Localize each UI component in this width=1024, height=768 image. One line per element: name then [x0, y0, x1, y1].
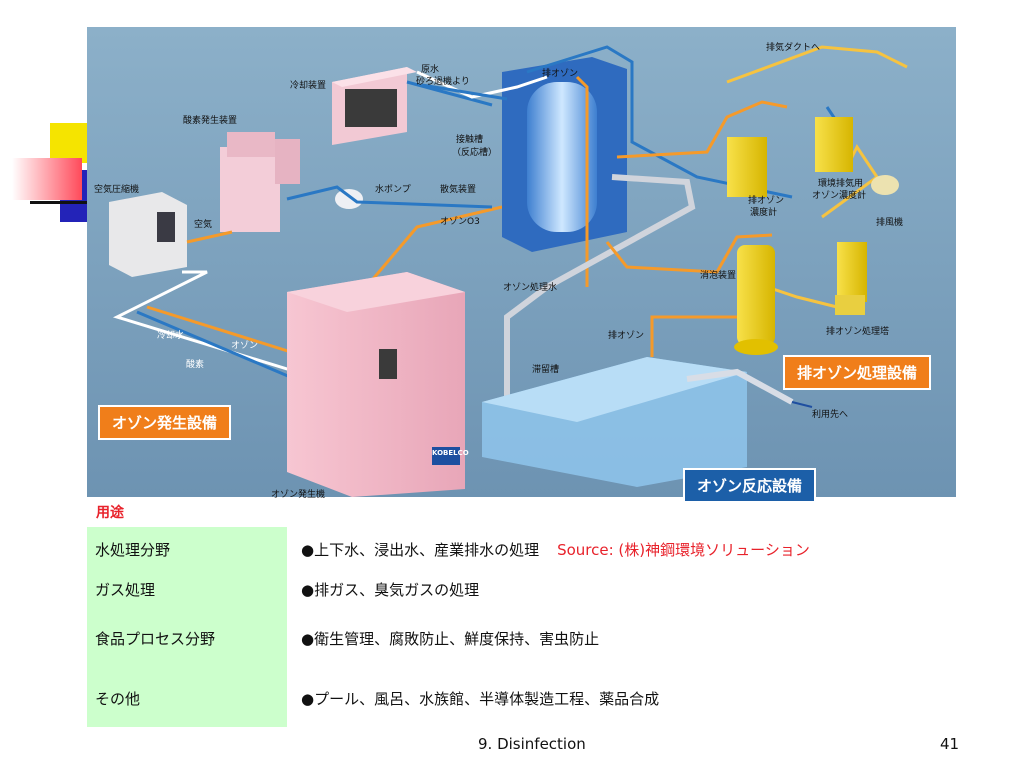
description-cell: ●排ガス、臭気ガスの処理 [287, 571, 956, 607]
oxygen-generator [220, 132, 300, 232]
label-contact-tank: 接触槽 [456, 135, 484, 145]
ozone-system-diagram [87, 27, 956, 497]
label-diffuser: 散気装置 [440, 185, 477, 195]
label-oxygen-generator: 酸素発生装置 [183, 116, 238, 126]
label-exhaust-ozone-mid: 排オゾン [608, 331, 645, 341]
label-to-exhaust-duct: 排気ダクトへ [766, 43, 821, 53]
source-credit: Source: (株)神鋼環境ソリューション [557, 540, 810, 559]
table-row: 食品プロセス分野 ●衛生管理、腐敗防止、鮮度保持、害虫防止 [87, 607, 956, 669]
label-ozone-generator: オゾン発生機 [271, 490, 326, 500]
table-row: 水処理分野 ●上下水、浸出水、産業排水の処理 Source: (株)神鋼環境ソリュ… [87, 527, 956, 571]
water-pump [335, 189, 363, 209]
exhaust-fan [871, 175, 899, 195]
description-cell: ●衛生管理、腐敗防止、鮮度保持、害虫防止 [287, 607, 956, 669]
description-cell: ●上下水、浸出水、産業排水の処理 Source: (株)神鋼環境ソリューション [287, 527, 956, 571]
category-cell: 食品プロセス分野 [87, 607, 287, 669]
banner-ozone-reaction: オゾン反応設備 [683, 468, 817, 503]
banner-ozone-generation: オゾン発生設備 [98, 405, 232, 440]
label-to-use: 利用先へ [812, 410, 849, 420]
description-cell: ●プール、風呂、水族館、半導体製造工程、薬品合成 [287, 669, 956, 727]
description-text: ●上下水、浸出水、産業排水の処理 [301, 540, 540, 559]
footer-title: 9. Disinfection [478, 735, 586, 753]
label-exhaust-ozone-meter-2: 濃度計 [750, 208, 778, 218]
contact-tank [502, 57, 627, 252]
category-cell: 水処理分野 [87, 527, 287, 571]
label-oxygen: 酸素 [186, 360, 205, 370]
air-compressor [109, 192, 187, 277]
decor-line [30, 201, 88, 204]
usage-title: 用途 [96, 505, 124, 521]
label-kobelco: KOBELCO [432, 449, 469, 457]
environment-ozone-meter [815, 117, 853, 172]
banner-exhaust-treatment: 排オゾン処理設備 [783, 355, 932, 390]
exhaust-ozone-meter [727, 137, 767, 197]
label-cooling-unit: 冷却装置 [290, 81, 327, 91]
label-air-compressor: 空気圧縮機 [94, 185, 140, 195]
label-raw-water: 原水 [421, 65, 440, 75]
label-air: 空気 [194, 220, 213, 230]
label-defoamer: 消泡装置 [700, 271, 737, 281]
exhaust-treatment-tower [835, 242, 867, 315]
label-ozone-o3: オゾンO3 [440, 217, 480, 227]
retention-tank [482, 357, 813, 487]
defoamer [734, 245, 778, 355]
label-env-meter-2: オゾン濃度計 [812, 191, 867, 201]
label-exhaust-treatment-tower: 排オゾン処理塔 [826, 327, 890, 337]
label-exhaust-fan: 排風機 [876, 218, 904, 228]
label-exhaust-ozone-meter-1: 排オゾン [748, 196, 785, 206]
label-from-filter: 砂ろ過機より [416, 77, 470, 87]
label-ozone: オゾン [231, 341, 259, 351]
category-cell: ガス処理 [87, 571, 287, 607]
decor-red-gradient [12, 158, 82, 200]
label-cooling-water: 冷却水 [157, 331, 185, 341]
label-water-pump: 水ポンプ [375, 185, 411, 195]
decor-yellow-square [50, 123, 88, 163]
table-row: その他 ●プール、風呂、水族館、半導体製造工程、薬品合成 [87, 669, 956, 727]
ozone-generator [287, 272, 465, 497]
page-number: 41 [940, 735, 960, 753]
table-row: ガス処理 ●排ガス、臭気ガスの処理 [87, 571, 956, 607]
label-exhaust-ozone-top: 排オゾン [542, 69, 579, 79]
label-retention-tank: 滞留槽 [532, 365, 560, 375]
usage-table: 水処理分野 ●上下水、浸出水、産業排水の処理 Source: (株)神鋼環境ソリュ… [87, 527, 956, 727]
category-cell: その他 [87, 669, 287, 727]
cooling-unit [332, 67, 417, 145]
label-env-meter-1: 環境排気用 [818, 179, 864, 189]
label-reaction-tank: （反応槽） [452, 148, 498, 158]
label-ozone-treated-water: オゾン処理水 [503, 283, 558, 293]
